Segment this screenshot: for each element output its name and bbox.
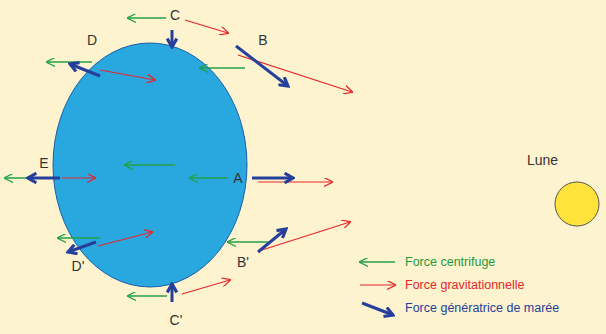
legend-sample-tide-force [362, 303, 393, 315]
legend-text: Force gravitationnelle [405, 277, 525, 293]
point-label: C' [170, 312, 183, 328]
tide-force-arrow [28, 177, 60, 180]
moon-disc [555, 182, 599, 226]
legend-text: Force centrifuge [405, 254, 495, 270]
tide-force-arrow [171, 284, 174, 302]
tide-force-arrows [28, 30, 293, 302]
centrifugal-arrow [47, 61, 92, 62]
tide-force-arrow [171, 30, 174, 47]
centrifugal-arrows [5, 18, 268, 296]
centrifugal-arrow [128, 17, 166, 18]
point-label: B' [237, 254, 249, 270]
point-label: D [87, 32, 97, 48]
point-label: B [258, 32, 267, 48]
legend-sample-gravity [360, 284, 395, 285]
legend-text: Force génératrice de marée [405, 300, 559, 316]
centrifugal-arrow [125, 164, 175, 165]
gravity-arrow [258, 181, 332, 182]
earth-disc [53, 43, 247, 287]
tide-force-arrow [252, 177, 293, 180]
gravity-arrows [62, 20, 352, 294]
gravity-arrow [182, 280, 230, 294]
tide-force-arrow [236, 46, 288, 86]
point-label: C [170, 7, 180, 23]
moon-node: Lune [523, 150, 603, 234]
point-label: A [233, 170, 242, 186]
gravity-arrow [62, 177, 95, 178]
point-label: D' [72, 258, 85, 274]
centrifugal-arrow [58, 237, 100, 238]
gravity-arrow [100, 70, 155, 80]
centrifugal-arrow [190, 177, 228, 178]
centrifugal-arrow [200, 67, 245, 68]
point-label: E [39, 155, 48, 171]
gravity-arrow [98, 232, 152, 246]
centrifugal-arrow [228, 241, 268, 242]
tide-force-arrow [258, 229, 286, 252]
tide-force-arrow [70, 64, 100, 76]
legend-sample-centrifugal [360, 261, 395, 262]
tide-force-arrow [68, 242, 96, 252]
centrifugal-arrow [128, 295, 167, 296]
moon-label: Lune [523, 150, 562, 170]
gravity-arrow [185, 20, 228, 33]
